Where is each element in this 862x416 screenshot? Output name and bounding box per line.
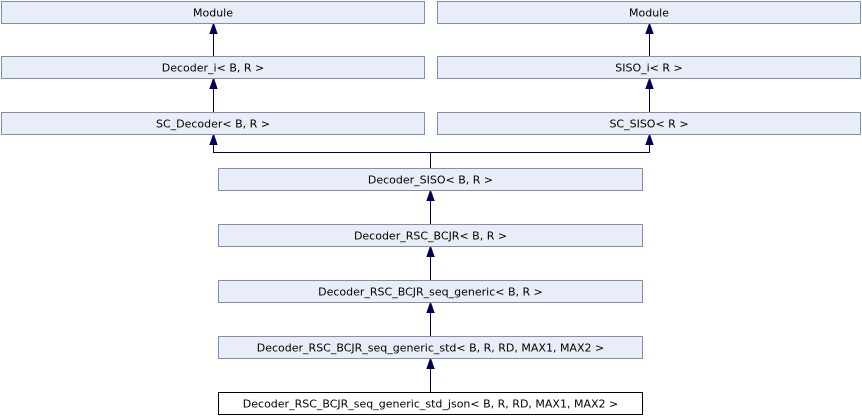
- arrow-head: [645, 76, 654, 89]
- class-label: SC_Decoder< B, R >: [156, 118, 270, 131]
- class-label: Decoder_RSC_BCJR_seq_generic_std< B, R, …: [257, 342, 604, 355]
- arrow-head: [645, 21, 654, 34]
- class-label: Decoder_i< B, R >: [162, 62, 264, 75]
- class-node-decoder-i[interactable]: Decoder_i< B, R >: [1, 56, 425, 79]
- edge-decoder-rsc-bcjr-seq-generic-std-json-to-decoder-rsc-bcjr-seq-generic-std: [426, 356, 435, 393]
- arrow-head: [426, 356, 435, 369]
- class-label: Module: [629, 7, 669, 20]
- edge-decoder-siso-to-sc-siso: [430, 132, 654, 169]
- edge-line: [213, 144, 431, 169]
- class-node-siso-i[interactable]: SISO_i< R >: [437, 56, 861, 79]
- class-box[interactable]: [1, 56, 425, 79]
- edge-decoder-rsc-bcjr-to-decoder-siso: [426, 188, 435, 225]
- class-box[interactable]: [1, 112, 425, 135]
- class-label: Module: [193, 7, 233, 20]
- arrow-head: [426, 300, 435, 313]
- class-node-decoder-rsc-bcjr-seq-generic[interactable]: Decoder_RSC_BCJR_seq_generic< B, R >: [218, 280, 643, 303]
- edges-layer: [209, 21, 654, 393]
- edge-line: [430, 144, 650, 169]
- class-box[interactable]: [437, 56, 861, 79]
- arrow-head: [209, 21, 218, 34]
- class-node-decoder-rsc-bcjr-seq-generic-std-json[interactable]: Decoder_RSC_BCJR_seq_generic_std_json< B…: [218, 392, 643, 415]
- class-label: Decoder_RSC_BCJR< B, R >: [354, 230, 507, 243]
- edge-decoder-rsc-bcjr-seq-generic-std-to-decoder-rsc-bcjr-seq-generic: [426, 300, 435, 337]
- class-node-decoder-rsc-bcjr-seq-generic-std[interactable]: Decoder_RSC_BCJR_seq_generic_std< B, R, …: [218, 336, 643, 359]
- class-box[interactable]: [437, 112, 861, 135]
- arrow-head: [209, 76, 218, 89]
- arrow-head: [426, 188, 435, 201]
- class-box[interactable]: [218, 224, 643, 247]
- edge-decoder-i-to-module-left: [209, 21, 218, 57]
- class-box[interactable]: [218, 280, 643, 303]
- edge-decoder-rsc-bcjr-seq-generic-to-decoder-rsc-bcjr: [426, 244, 435, 281]
- class-node-module-left[interactable]: Module: [1, 1, 425, 24]
- arrow-head: [426, 244, 435, 257]
- class-node-sc-siso[interactable]: SC_SISO< R >: [437, 112, 861, 135]
- class-box[interactable]: [437, 1, 861, 24]
- class-box[interactable]: [218, 168, 643, 191]
- edge-sc-siso-to-siso-i: [645, 76, 654, 113]
- class-label: Decoder_SISO< B, R >: [368, 174, 493, 187]
- class-node-sc-decoder[interactable]: SC_Decoder< B, R >: [1, 112, 425, 135]
- class-box[interactable]: [218, 392, 643, 415]
- arrow-head: [645, 132, 654, 145]
- edge-siso-i-to-module-right: [645, 21, 654, 57]
- class-node-module-right[interactable]: Module: [437, 1, 861, 24]
- class-label: SISO_i< R >: [615, 62, 683, 75]
- class-node-decoder-siso[interactable]: Decoder_SISO< B, R >: [218, 168, 643, 191]
- edge-sc-decoder-to-decoder-i: [209, 76, 218, 113]
- edge-decoder-siso-to-sc-decoder: [209, 132, 431, 169]
- arrow-head: [209, 132, 218, 145]
- class-label: Decoder_RSC_BCJR_seq_generic< B, R >: [318, 286, 543, 299]
- class-box[interactable]: [1, 1, 425, 24]
- class-node-decoder-rsc-bcjr[interactable]: Decoder_RSC_BCJR< B, R >: [218, 224, 643, 247]
- class-label: SC_SISO< R >: [609, 118, 688, 131]
- class-label: Decoder_RSC_BCJR_seq_generic_std_json< B…: [243, 398, 618, 411]
- class-box[interactable]: [218, 336, 643, 359]
